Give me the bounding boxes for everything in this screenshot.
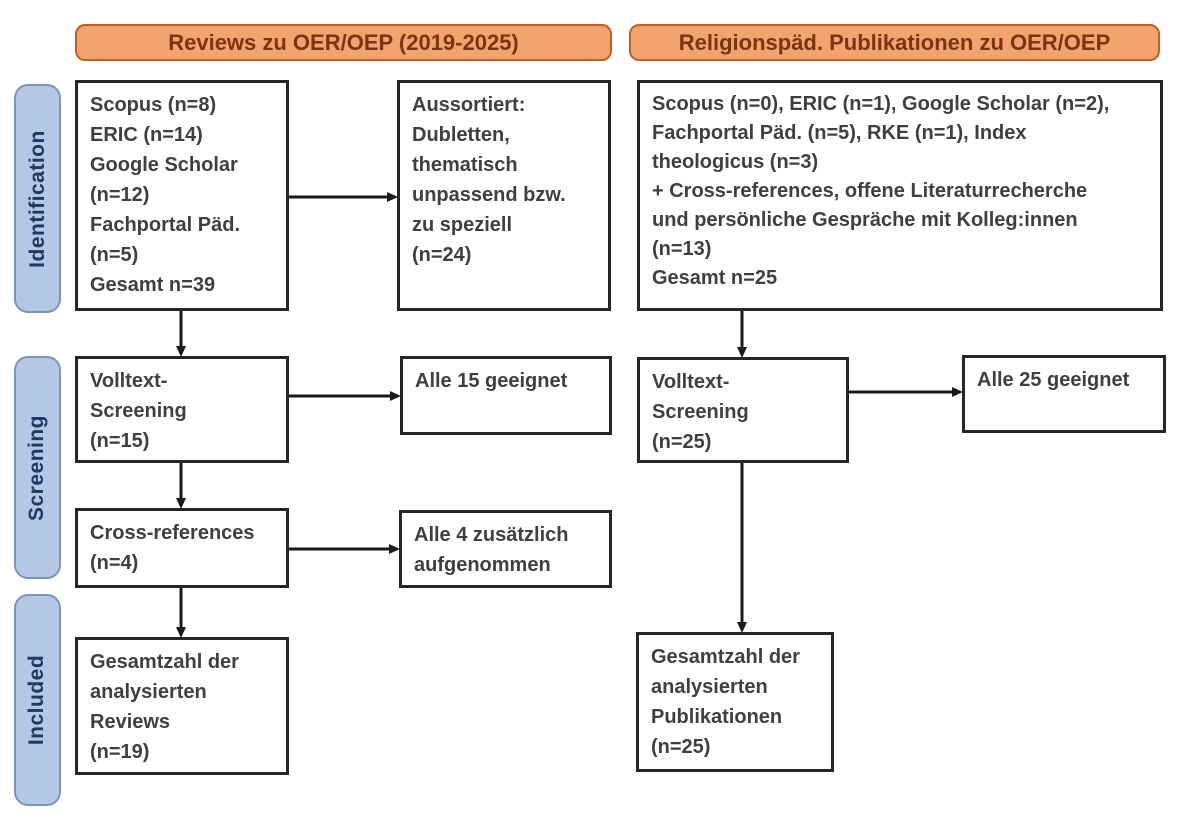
stage-label-screening-text: Screening bbox=[25, 414, 49, 521]
stage-label-included-text: Included bbox=[25, 654, 49, 746]
box-left-fulltext-result: Alle 15 geeignet bbox=[400, 356, 612, 435]
box-left-excluded: Aussortiert: Dubletten, thematisch unpas… bbox=[397, 80, 611, 311]
column-header-religionspaed: Religionspäd. Publikationen zu OER/OEP bbox=[629, 24, 1160, 61]
box-right-fulltext: Volltext- Screening (n=25) bbox=[637, 357, 849, 463]
stage-label-screening: Screening bbox=[14, 356, 61, 579]
box-left-crossref: Cross-references (n=4) bbox=[75, 508, 289, 588]
box-left-sources: Scopus (n=8) ERIC (n=14) Google Scholar … bbox=[75, 80, 289, 311]
box-right-included: Gesamtzahl der analysierten Publikatione… bbox=[636, 632, 834, 772]
column-header-reviews: Reviews zu OER/OEP (2019-2025) bbox=[75, 24, 612, 61]
column-header-reviews-label: Reviews zu OER/OEP (2019-2025) bbox=[168, 29, 519, 55]
box-right-sources: Scopus (n=0), ERIC (n=1), Google Scholar… bbox=[637, 80, 1163, 311]
column-header-religionspaed-label: Religionspäd. Publikationen zu OER/OEP bbox=[678, 29, 1111, 55]
box-right-fulltext-result: Alle 25 geeignet bbox=[962, 355, 1166, 433]
box-left-crossref-result: Alle 4 zusätzlich aufgenommen bbox=[399, 510, 612, 588]
stage-label-identification: Identification bbox=[14, 84, 61, 313]
box-left-included: Gesamtzahl der analysierten Reviews (n=1… bbox=[75, 637, 289, 775]
stage-label-identification-text: Identification bbox=[25, 129, 49, 268]
stage-label-included: Included bbox=[14, 594, 61, 806]
box-left-fulltext: Volltext- Screening (n=15) bbox=[75, 356, 289, 463]
